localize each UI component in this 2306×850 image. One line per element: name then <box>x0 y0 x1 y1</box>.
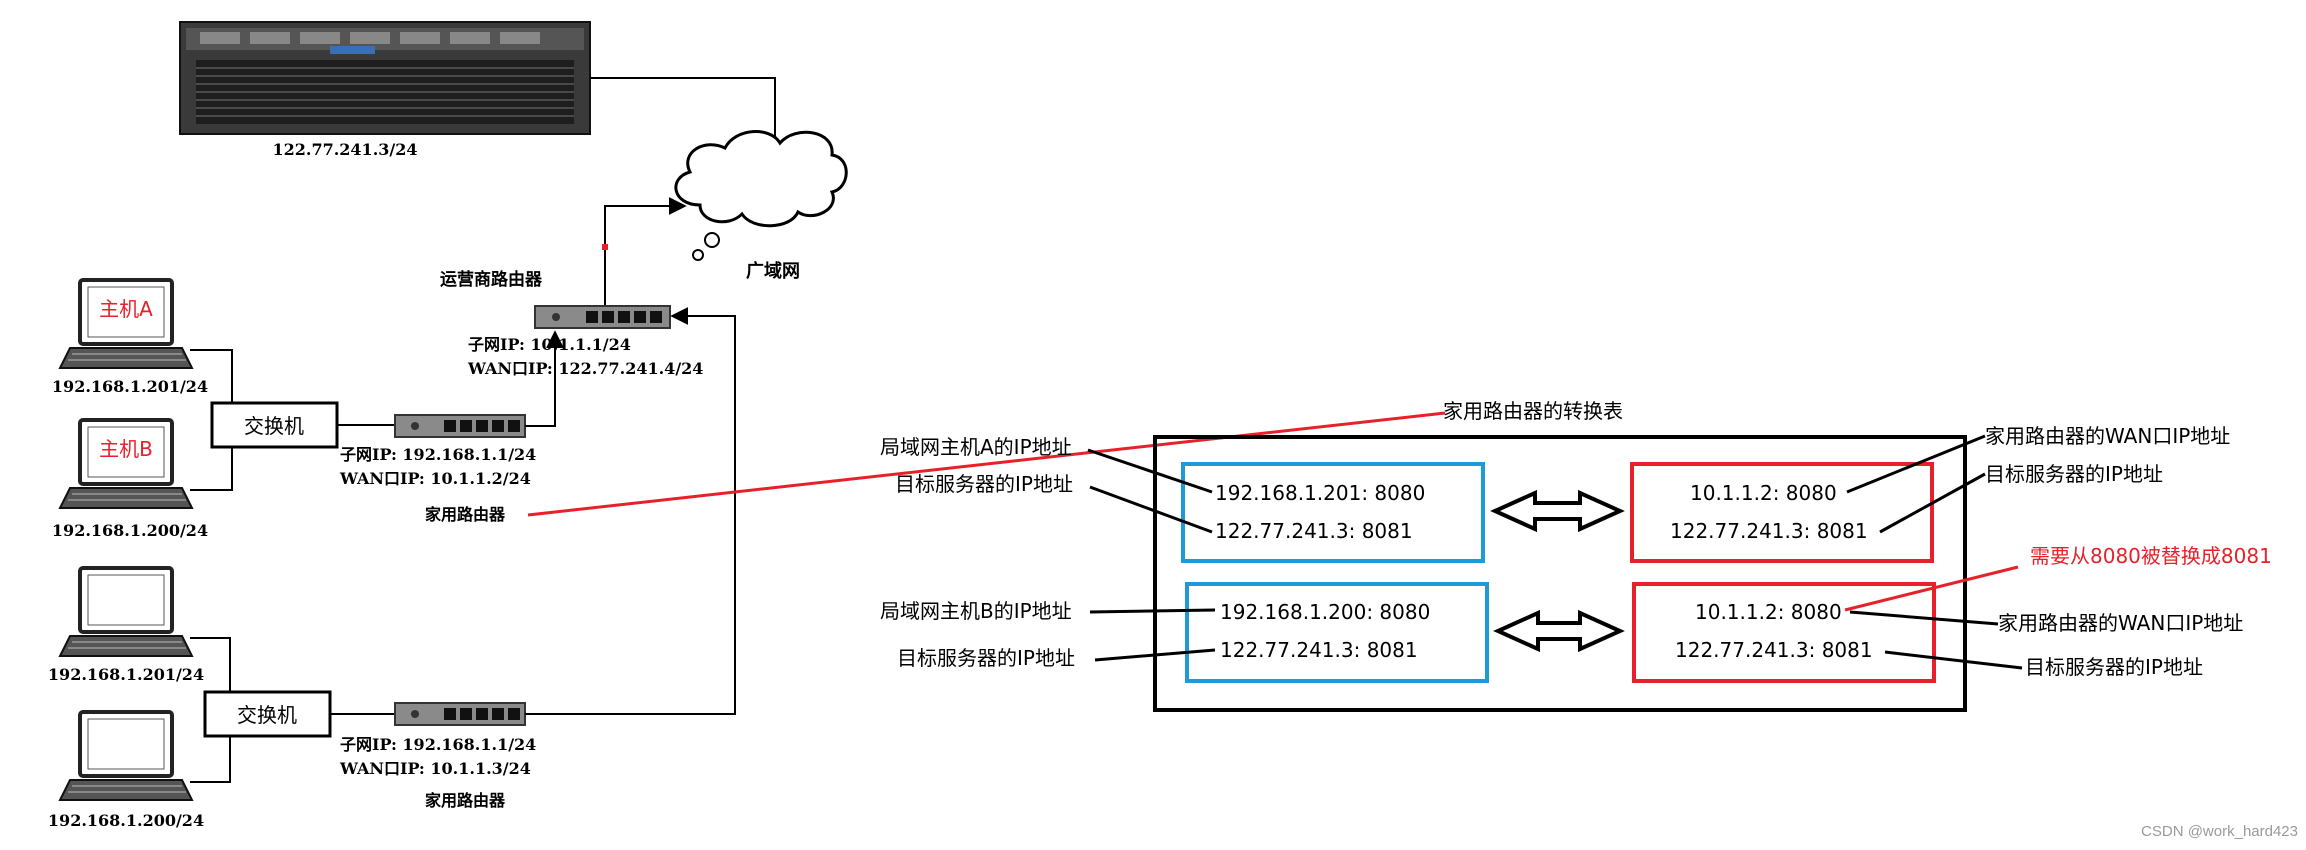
isp-router-icon <box>534 305 671 329</box>
home-b-to-isp-link <box>525 307 736 715</box>
isp-router-subnet-ip: 子网IP: 10.1.1.1/24 <box>468 335 631 354</box>
row1-callout-lan-host-line <box>1087 448 1213 494</box>
host-1-ip: 192.168.1.201/24 <box>48 665 204 684</box>
row1-lan-ip-port: 192.168.1.201: 8080 <box>1215 481 1425 505</box>
server-ip-label: 122.77.241.3/24 <box>272 140 417 159</box>
row1-callout-dest-left: 目标服务器的IP地址 <box>895 472 1073 496</box>
host-1-computer-icon <box>58 566 194 657</box>
server-to-wan-link <box>590 77 784 164</box>
host-2-ip: 192.168.1.200/24 <box>48 811 204 830</box>
row2-wan-box <box>1632 582 1936 683</box>
wan-cloud-label: 广域网 <box>746 260 800 282</box>
switch-b-box <box>203 690 332 738</box>
home-router-a-icon <box>394 414 526 438</box>
row2-wan-dest-ip-port: 122.77.241.3: 8081 <box>1675 638 1873 662</box>
home-router-b-subnet-ip: 子网IP: 192.168.1.1/24 <box>340 735 536 754</box>
row2-callout-dest-right-line <box>1884 650 2023 670</box>
row2-callout-dest-left: 目标服务器的IP地址 <box>897 646 1075 670</box>
row2-lan-box <box>1185 582 1489 683</box>
host-b-label: 主机B <box>99 437 153 461</box>
isp-router-title: 运营商路由器 <box>440 269 543 290</box>
row2-callout-lan-host: 局域网主机B的IP地址 <box>880 599 1072 623</box>
row2-replace-note-line <box>1844 565 2019 612</box>
row1-callout-wan-ip: 家用路由器的WAN口IP地址 <box>1985 424 2230 448</box>
nat-table-pointer-line <box>527 411 1446 517</box>
row1-callout-dest-right: 目标服务器的IP地址 <box>1985 462 2163 486</box>
row2-lan-ip-port: 192.168.1.200: 8080 <box>1220 600 1430 624</box>
lan-a-cabling <box>190 349 395 491</box>
row2-callout-lan-host-line <box>1089 608 1216 614</box>
csdn-watermark: CSDN @work_hard423 <box>2141 823 2298 840</box>
switch-b-label: 交换机 <box>237 703 297 727</box>
host-2-computer-icon <box>58 710 194 801</box>
host-a-label: 主机A <box>99 297 153 321</box>
host-a-computer-icon <box>58 278 194 369</box>
row2-callout-dest-left-line <box>1094 648 1216 662</box>
row2-callout-wan-ip-line <box>1849 610 1999 626</box>
nat-table-title: 家用路由器的转换表 <box>1443 399 1623 423</box>
home-router-b-wan-ip: WAN口IP: 10.1.1.3/24 <box>339 759 531 778</box>
isp-to-wan-link <box>604 197 687 306</box>
row1-callout-lan-host: 局域网主机A的IP地址 <box>880 435 1072 459</box>
lan-b-cabling <box>190 637 395 783</box>
cloud-bubble-medium <box>704 232 721 248</box>
server-icon <box>179 21 591 135</box>
home-router-b-title: 家用路由器 <box>425 791 506 810</box>
host-b-computer-icon <box>58 418 194 509</box>
row1-dest-ip-port: 122.77.241.3: 8081 <box>1215 519 1413 543</box>
row1-callout-dest-left-line <box>1089 485 1213 534</box>
wan-cloud-icon <box>674 130 848 228</box>
row1-wan-dest-ip-port: 122.77.241.3: 8081 <box>1670 519 1868 543</box>
host-b-ip: 192.168.1.200/24 <box>52 521 208 540</box>
home-router-a-wan-ip: WAN口IP: 10.1.1.2/24 <box>339 469 531 488</box>
switch-a-label: 交换机 <box>244 414 304 438</box>
row1-wan-ip-port: 10.1.1.2: 8080 <box>1690 481 1837 505</box>
home-router-b-icon <box>394 702 526 726</box>
row2-callout-dest-right: 目标服务器的IP地址 <box>2025 655 2203 679</box>
cloud-bubble-small <box>692 249 705 261</box>
row1-wan-box <box>1630 462 1934 563</box>
row2-dest-ip-port: 122.77.241.3: 8081 <box>1220 638 1418 662</box>
isp-router-wan-ip: WAN口IP: 122.77.241.4/24 <box>467 359 703 378</box>
host-a-ip: 192.168.1.201/24 <box>52 377 208 396</box>
home-a-to-isp-link <box>525 330 564 427</box>
row2-replace-note: 需要从8080被替换成8081 <box>2030 544 2272 568</box>
row1-lan-box <box>1181 462 1485 563</box>
row2-bidirectional-arrow-icon <box>1493 609 1625 653</box>
home-router-a-title: 家用路由器 <box>425 505 506 524</box>
row1-callout-dest-right-line <box>1879 472 1986 534</box>
home-router-a-subnet-ip: 子网IP: 192.168.1.1/24 <box>340 445 536 464</box>
row1-callout-wan-ip-line <box>1846 434 1986 494</box>
link-marker-dot <box>602 244 608 250</box>
row2-wan-ip-port: 10.1.1.2: 8080 <box>1695 600 1842 624</box>
row2-callout-wan-ip: 家用路由器的WAN口IP地址 <box>1998 611 2243 635</box>
nat-table-frame <box>1153 435 1967 712</box>
row1-bidirectional-arrow-icon <box>1490 489 1625 533</box>
